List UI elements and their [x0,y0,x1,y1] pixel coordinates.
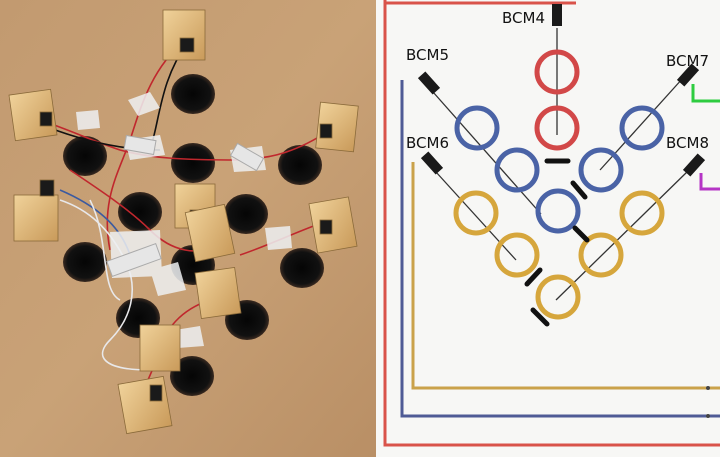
sensor-bcm8 [682,153,706,177]
hole [170,356,214,396]
hole [63,242,107,282]
blue-target [619,105,665,151]
hole [278,145,322,185]
label-bcm8: BCM8 [666,134,709,152]
blue-wire [400,80,720,418]
label-bcm7: BCM7 [666,52,709,70]
yellow-target [494,232,540,278]
yellow-target [578,232,624,278]
hole [280,248,324,288]
sensor-block [194,266,242,320]
blue-target [578,147,624,193]
sensor-block [308,196,358,254]
purple-wire [699,173,720,191]
sensor-bcm5 [417,71,441,95]
hole [118,192,162,232]
label-bcm6: BCM6 [406,134,449,152]
yellow-target [619,190,665,236]
sensor-block [162,9,206,61]
sensors [417,4,706,177]
sensor-block [8,88,58,142]
yellow-target [535,274,581,320]
sensor-blocks [8,9,359,435]
label-bcm5: BCM5 [406,46,449,64]
red-target [534,49,580,95]
sensor-block [184,203,236,263]
sensor-block [117,375,173,435]
hole [63,136,107,176]
yellow-wire [411,162,720,390]
sensor-bcm4 [552,4,562,26]
hole [171,74,215,114]
hole [171,143,215,183]
green-wire [691,84,720,103]
blue-target [535,188,581,234]
yellow-target [453,190,499,236]
label-bcm4: BCM4 [502,9,545,27]
hole [224,194,268,234]
receiver-bars [524,158,590,327]
sensor-bcm6 [420,151,444,175]
target-circles [453,49,665,320]
sensor-block [315,101,359,153]
blue-target [454,105,500,151]
sensor-block [13,179,59,242]
red-target [534,105,580,151]
wiring-diagram: BCM4 BCM5 BCM7 BCM6 BCM8 [376,0,720,457]
terminal-block [106,134,265,278]
board-holes [63,74,324,396]
sensor-bcm7 [676,63,700,87]
red-wire [383,0,720,447]
sensor-block [139,324,181,372]
board-photo [0,0,376,457]
wire-terminals [706,386,710,418]
blue-target [494,147,540,193]
